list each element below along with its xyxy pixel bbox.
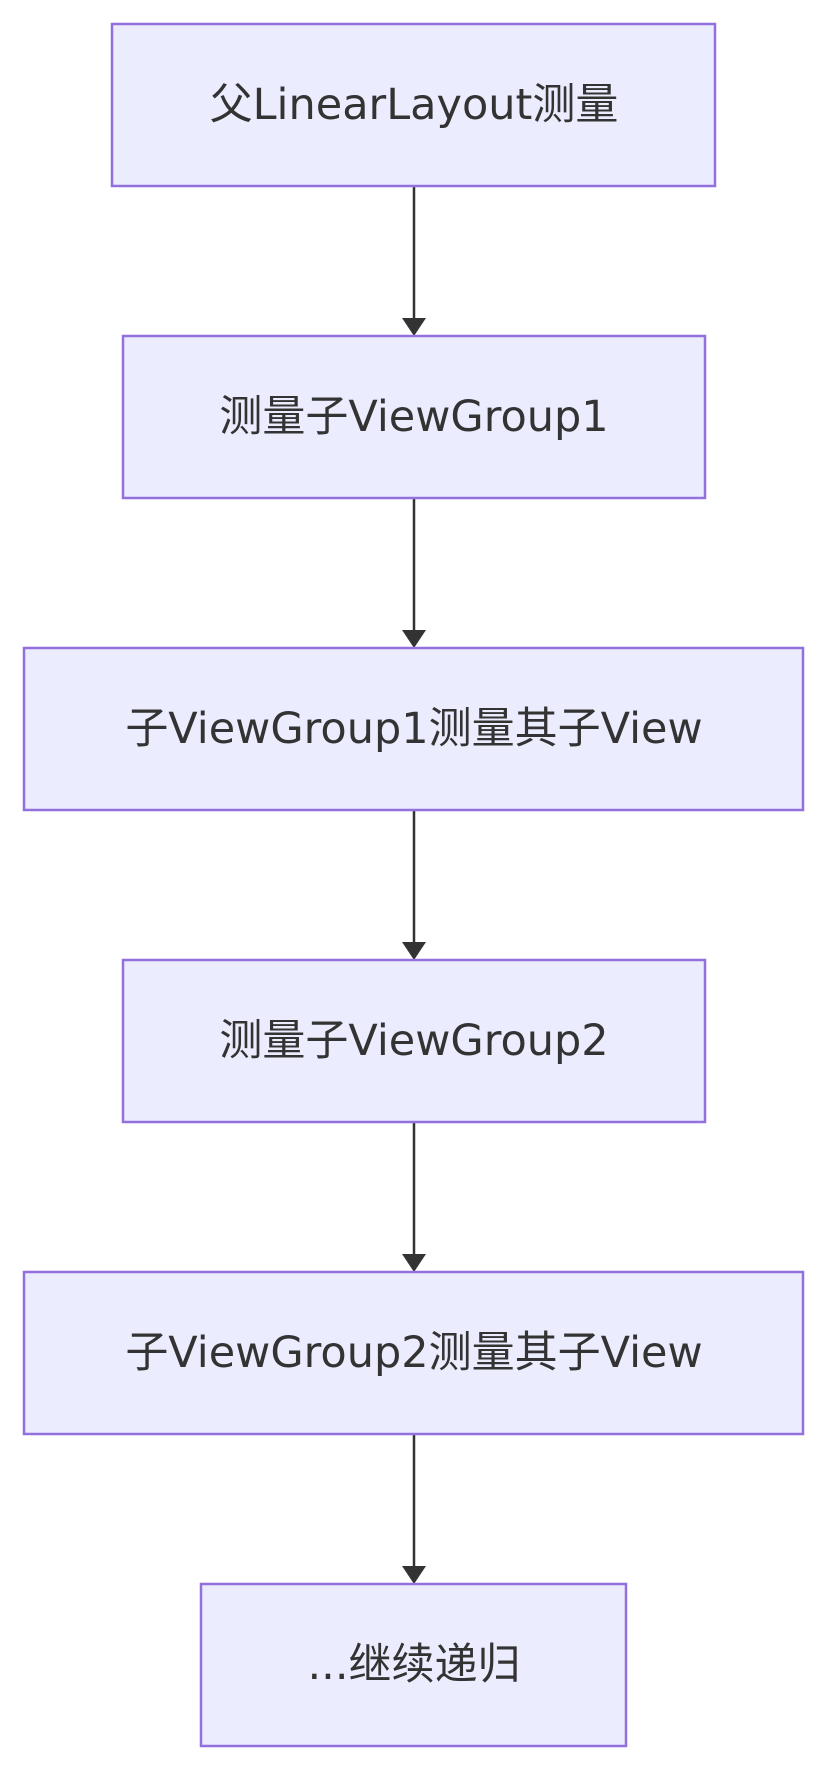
edge-n5-n6 xyxy=(402,1434,426,1584)
nodes: 父LinearLayout测量 测量子ViewGroup1 子ViewGroup… xyxy=(22,22,805,1748)
edge-n2-n3 xyxy=(402,498,426,648)
node-box xyxy=(22,646,805,812)
arrowhead-icon xyxy=(402,942,426,960)
arrowhead-icon xyxy=(402,630,426,648)
edges xyxy=(402,186,426,1584)
node-measure-viewgroup2: 测量子ViewGroup2 xyxy=(121,958,707,1124)
node-box xyxy=(22,1270,805,1436)
edge-n3-n4 xyxy=(402,810,426,960)
arrowhead-icon xyxy=(402,318,426,336)
node-measure-viewgroup1: 测量子ViewGroup1 xyxy=(121,334,707,500)
arrowhead-icon xyxy=(402,1254,426,1272)
node-viewgroup1-measures-children: 子ViewGroup1测量其子View xyxy=(22,646,805,812)
node-box xyxy=(110,22,717,188)
node-label: ...继续递归 xyxy=(307,1640,520,1690)
node-label: 测量子ViewGroup2 xyxy=(219,1016,608,1066)
node-box xyxy=(121,334,707,500)
node-continue-recursion: ...继续递归 xyxy=(199,1582,628,1748)
node-label: 子ViewGroup2测量其子View xyxy=(125,1328,702,1378)
node-box xyxy=(199,1582,628,1748)
node-box xyxy=(121,958,707,1124)
edge-n1-n2 xyxy=(402,186,426,336)
node-label: 父LinearLayout测量 xyxy=(210,80,619,130)
edge-n4-n5 xyxy=(402,1122,426,1272)
node-label: 测量子ViewGroup1 xyxy=(219,392,608,442)
arrowhead-icon xyxy=(402,1566,426,1584)
node-label: 子ViewGroup1测量其子View xyxy=(125,704,702,754)
node-parent-linearlayout: 父LinearLayout测量 xyxy=(110,22,717,188)
node-viewgroup2-measures-children: 子ViewGroup2测量其子View xyxy=(22,1270,805,1436)
